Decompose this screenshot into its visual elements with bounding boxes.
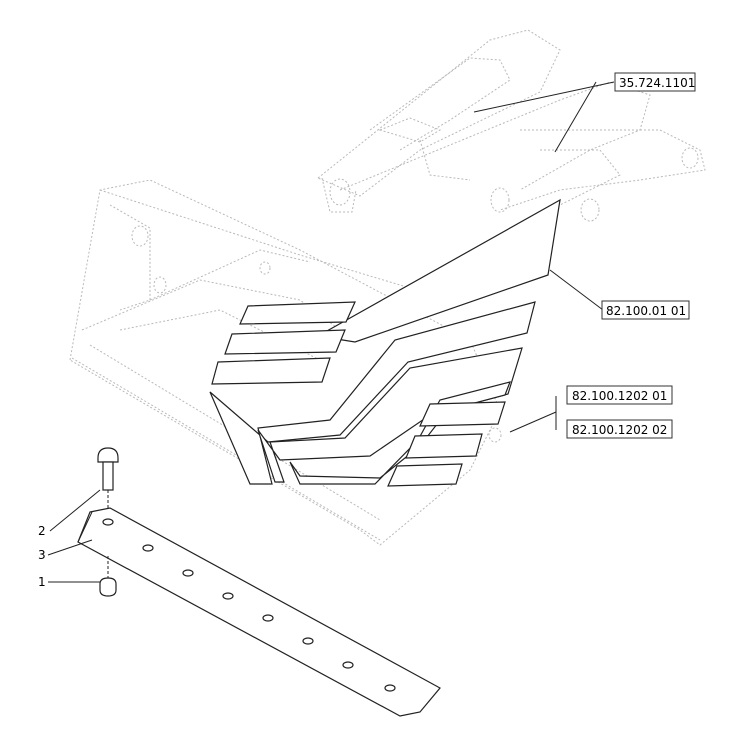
bolt-hole-7 — [342, 661, 354, 669]
chevron-decal-middle — [257, 347, 523, 483]
stripe-decal-upper-2 — [224, 329, 346, 355]
reference-box-decal-2[interactable]: 82.100.1202 02 — [566, 419, 673, 439]
reference-label-decal-1: 82.100.1202 01 — [572, 389, 667, 403]
hood-decal-panel — [316, 198, 561, 343]
stripe-decal-upper-1 — [239, 301, 356, 325]
cutting-edge — [77, 507, 441, 717]
bolt-hole-4 — [222, 592, 234, 600]
bolt-hole-3 — [182, 569, 194, 577]
callout-cutting-edge: 3 — [38, 548, 46, 562]
stripe-decal-upper-3 — [211, 357, 331, 385]
bolt-hole-1 — [102, 518, 114, 526]
nut — [99, 556, 117, 597]
reference-label-decal-2: 82.100.1202 02 — [572, 423, 667, 437]
reference-box-frame[interactable]: 35.724.1101 — [614, 72, 696, 92]
chevron-decal-large — [209, 301, 536, 485]
bolt-hole-8 — [384, 684, 396, 692]
bolt — [97, 447, 119, 520]
reference-box-decal-1[interactable]: 82.100.1202 01 — [566, 385, 673, 405]
leader-lines — [47, 81, 615, 583]
reference-label-frame: 35.724.1101 — [619, 76, 695, 90]
callout-nut: 1 — [38, 575, 46, 589]
loader-frame-outline — [317, 29, 706, 222]
reference-box-hood[interactable]: 82.100.01 01 — [601, 300, 690, 320]
bolt-hole-6 — [302, 637, 314, 645]
callout-bolt: 2 — [38, 524, 46, 538]
stripe-decal-lower-2 — [405, 433, 483, 459]
stripe-decal-lower-3 — [387, 463, 463, 487]
bolt-hole-2 — [142, 544, 154, 552]
stripe-decals — [209, 301, 536, 487]
reference-label-hood: 82.100.01 01 — [606, 304, 686, 318]
bolt-hole-5 — [262, 614, 274, 622]
stripe-decal-lower-1 — [419, 401, 506, 427]
